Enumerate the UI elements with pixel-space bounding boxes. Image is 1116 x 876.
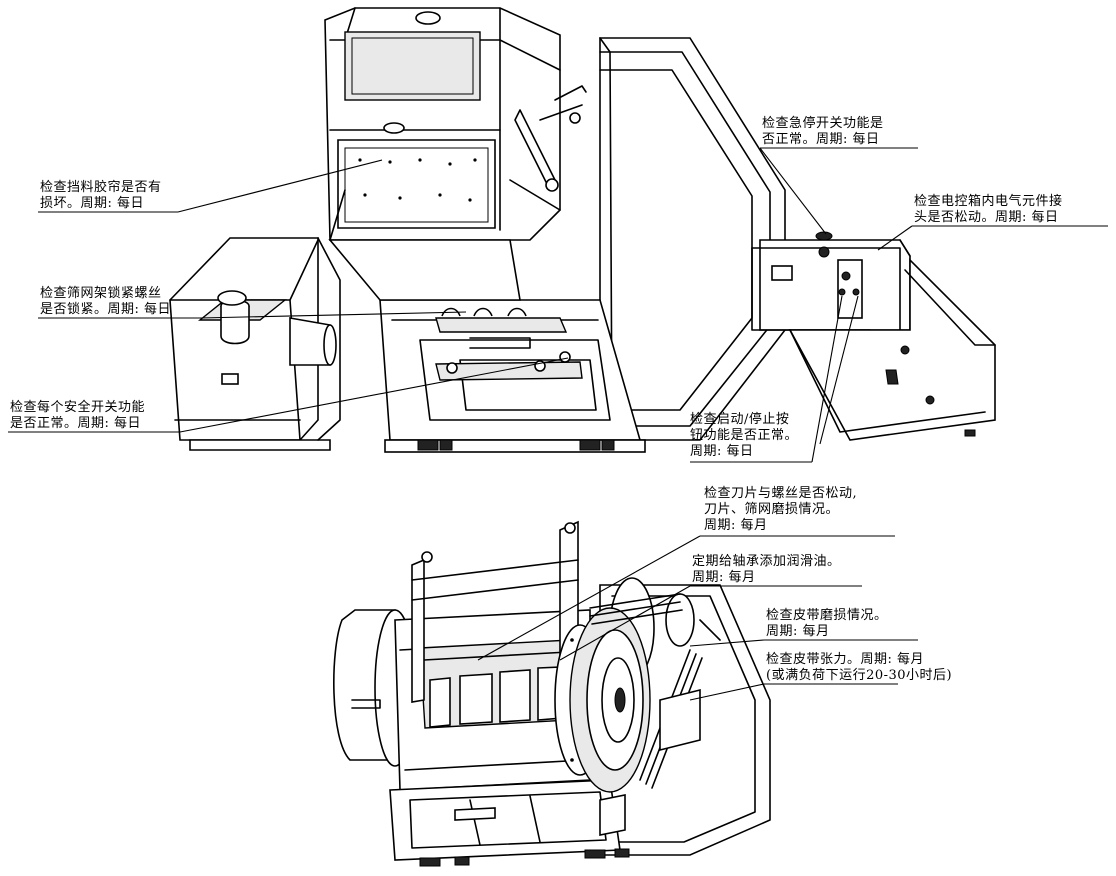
annotation-belt-tension: 检查皮带张力。周期: 每月 (或满负荷下运行20-30小时后)	[766, 652, 953, 683]
motor-housing	[169, 237, 341, 451]
annotation-start-stop: 检查启动/停止按 钮功能是否正常。 周期: 每日	[690, 412, 799, 459]
leader-lines	[8, 147, 1108, 701]
annotation-electrical: 检查电控箱内电气元件接 头是否松动。周期: 每日	[914, 194, 1063, 225]
crusher-machine-top	[324, 7, 786, 453]
crusher-machine-open	[333, 520, 771, 867]
annotation-belt-wear: 检查皮带磨损情况。 周期: 每月	[766, 608, 888, 639]
annotation-safety-switch: 检查每个安全开关功能 是否正常。周期: 每日	[10, 400, 146, 431]
annotation-blades: 检查刀片与螺丝是否松动, 刀片、筛网磨损情况。 周期: 每月	[704, 486, 858, 533]
annotation-screen-bolts: 检查筛网架锁紧螺丝 是否锁紧。周期: 每日	[40, 286, 172, 317]
annotation-bearing: 定期给轴承添加润滑油。 周期: 每月	[692, 554, 841, 585]
annotation-emergency-stop: 检查急停开关功能是 否正常。周期: 每日	[762, 116, 884, 147]
electrical-control-box	[751, 231, 996, 441]
annotation-curtain: 检查挡料胶帘是否有 损坏。周期: 每日	[40, 180, 162, 211]
